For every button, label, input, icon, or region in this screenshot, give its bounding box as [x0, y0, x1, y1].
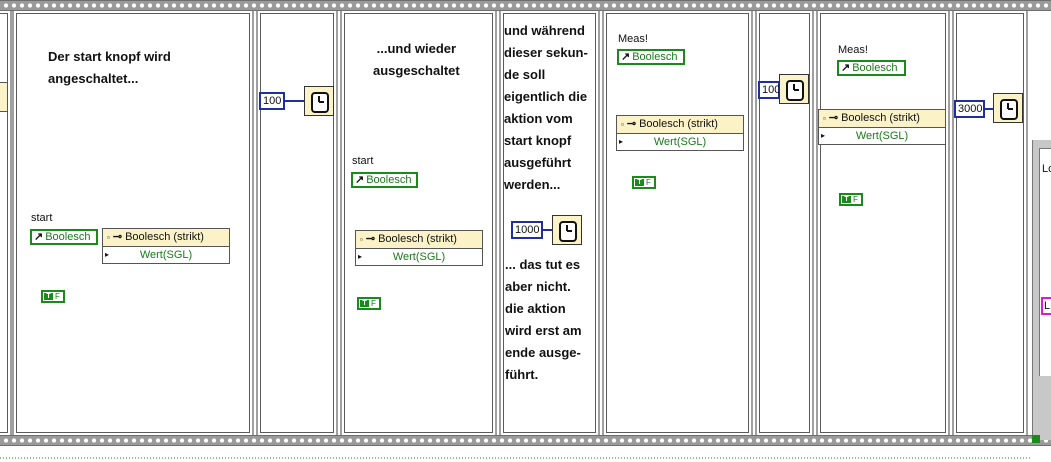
sequence-frame-3 [340, 11, 497, 435]
boolean-control-meas[interactable]: ↗Boolesch [617, 49, 685, 65]
boolean-control-meas[interactable]: ↗Boolesch [837, 60, 906, 76]
sequence-frame-0 [0, 11, 12, 435]
key-icon: ⊸ [365, 233, 376, 245]
wait-ms-constant[interactable]: 100 [758, 81, 780, 99]
cut-off-label: Lo [1042, 163, 1051, 175]
wire-to-wait [543, 229, 553, 231]
sequence-frame-1 [12, 11, 254, 435]
reference-icon: ▫ [621, 120, 624, 129]
input-triangle-icon: ▸ [105, 250, 110, 259]
control-label-meas: Meas! [618, 33, 648, 45]
boolean-constant-false[interactable]: T F [357, 297, 381, 310]
boolean-constant-true[interactable]: T F [632, 176, 656, 189]
stopwatch-icon [559, 221, 577, 242]
input-triangle-icon: ▸ [358, 252, 363, 261]
wait-ms-constant[interactable]: 1000 [511, 221, 543, 239]
wait-ms-node[interactable] [552, 215, 582, 245]
control-label-start: start [352, 155, 374, 167]
sequence-top-border [0, 0, 1051, 11]
reference-arrow-icon: ↗ [841, 62, 851, 74]
property-node-frame-7[interactable]: ▫⊸Boolesch (strikt) ▸Wert(SGL) [818, 109, 946, 145]
key-icon: ⊸ [626, 118, 637, 130]
property-node-frame-3[interactable]: ▫⊸Boolesch (strikt) ▸Wert(SGL) [355, 230, 483, 266]
cut-off-indicator[interactable]: L [1041, 297, 1051, 315]
wire-to-wait [285, 100, 305, 102]
boolean-constant-true[interactable]: T F [41, 290, 65, 303]
input-triangle-icon: ▸ [619, 137, 624, 146]
sequence-frame-5 [602, 11, 753, 435]
key-icon: ⊸ [828, 112, 839, 124]
key-icon: ⊸ [112, 231, 123, 243]
reference-arrow-icon: ↗ [34, 231, 44, 243]
reference-arrow-icon: ↗ [621, 51, 631, 63]
boolean-constant-false[interactable]: T F [839, 193, 863, 206]
sequence-frame-8 [952, 11, 1028, 435]
sequence-frame-2 [256, 11, 338, 435]
boolean-control-start[interactable]: ↗Boolesch [351, 172, 418, 188]
sequence-bottom-border [0, 435, 1051, 446]
sequence-frame-7 [816, 11, 950, 435]
loop-terminal [1032, 435, 1040, 443]
stopwatch-icon [1000, 99, 1018, 120]
reference-icon: ▫ [823, 114, 826, 123]
wait-ms-constant[interactable]: 3000 [954, 100, 985, 118]
wait-ms-node[interactable] [779, 74, 809, 104]
wait-ms-node[interactable] [993, 93, 1023, 123]
reference-icon: ▫ [107, 233, 110, 242]
wait-ms-node[interactable] [304, 86, 334, 116]
control-label-meas: Meas! [838, 44, 868, 56]
property-node-frame-5[interactable]: ▫⊸Boolesch (strikt) ▸Wert(SGL) [616, 115, 744, 151]
property-node-frame-1[interactable]: ▫⊸Boolesch (strikt) ▸Wert(SGL) [102, 228, 230, 264]
reference-icon: ▫ [360, 235, 363, 244]
inner-structure-edge [1039, 148, 1051, 376]
input-triangle-icon: ▸ [821, 131, 826, 140]
control-label-start: start [31, 212, 53, 224]
wire-to-wait [985, 108, 993, 110]
boolean-control-start[interactable]: ↗Boolesch [30, 229, 98, 245]
stopwatch-icon [786, 80, 804, 101]
partial-node [0, 82, 8, 112]
stopwatch-icon [311, 92, 329, 113]
reference-arrow-icon: ↗ [355, 174, 365, 186]
wait-ms-constant[interactable]: 100 [259, 92, 285, 110]
